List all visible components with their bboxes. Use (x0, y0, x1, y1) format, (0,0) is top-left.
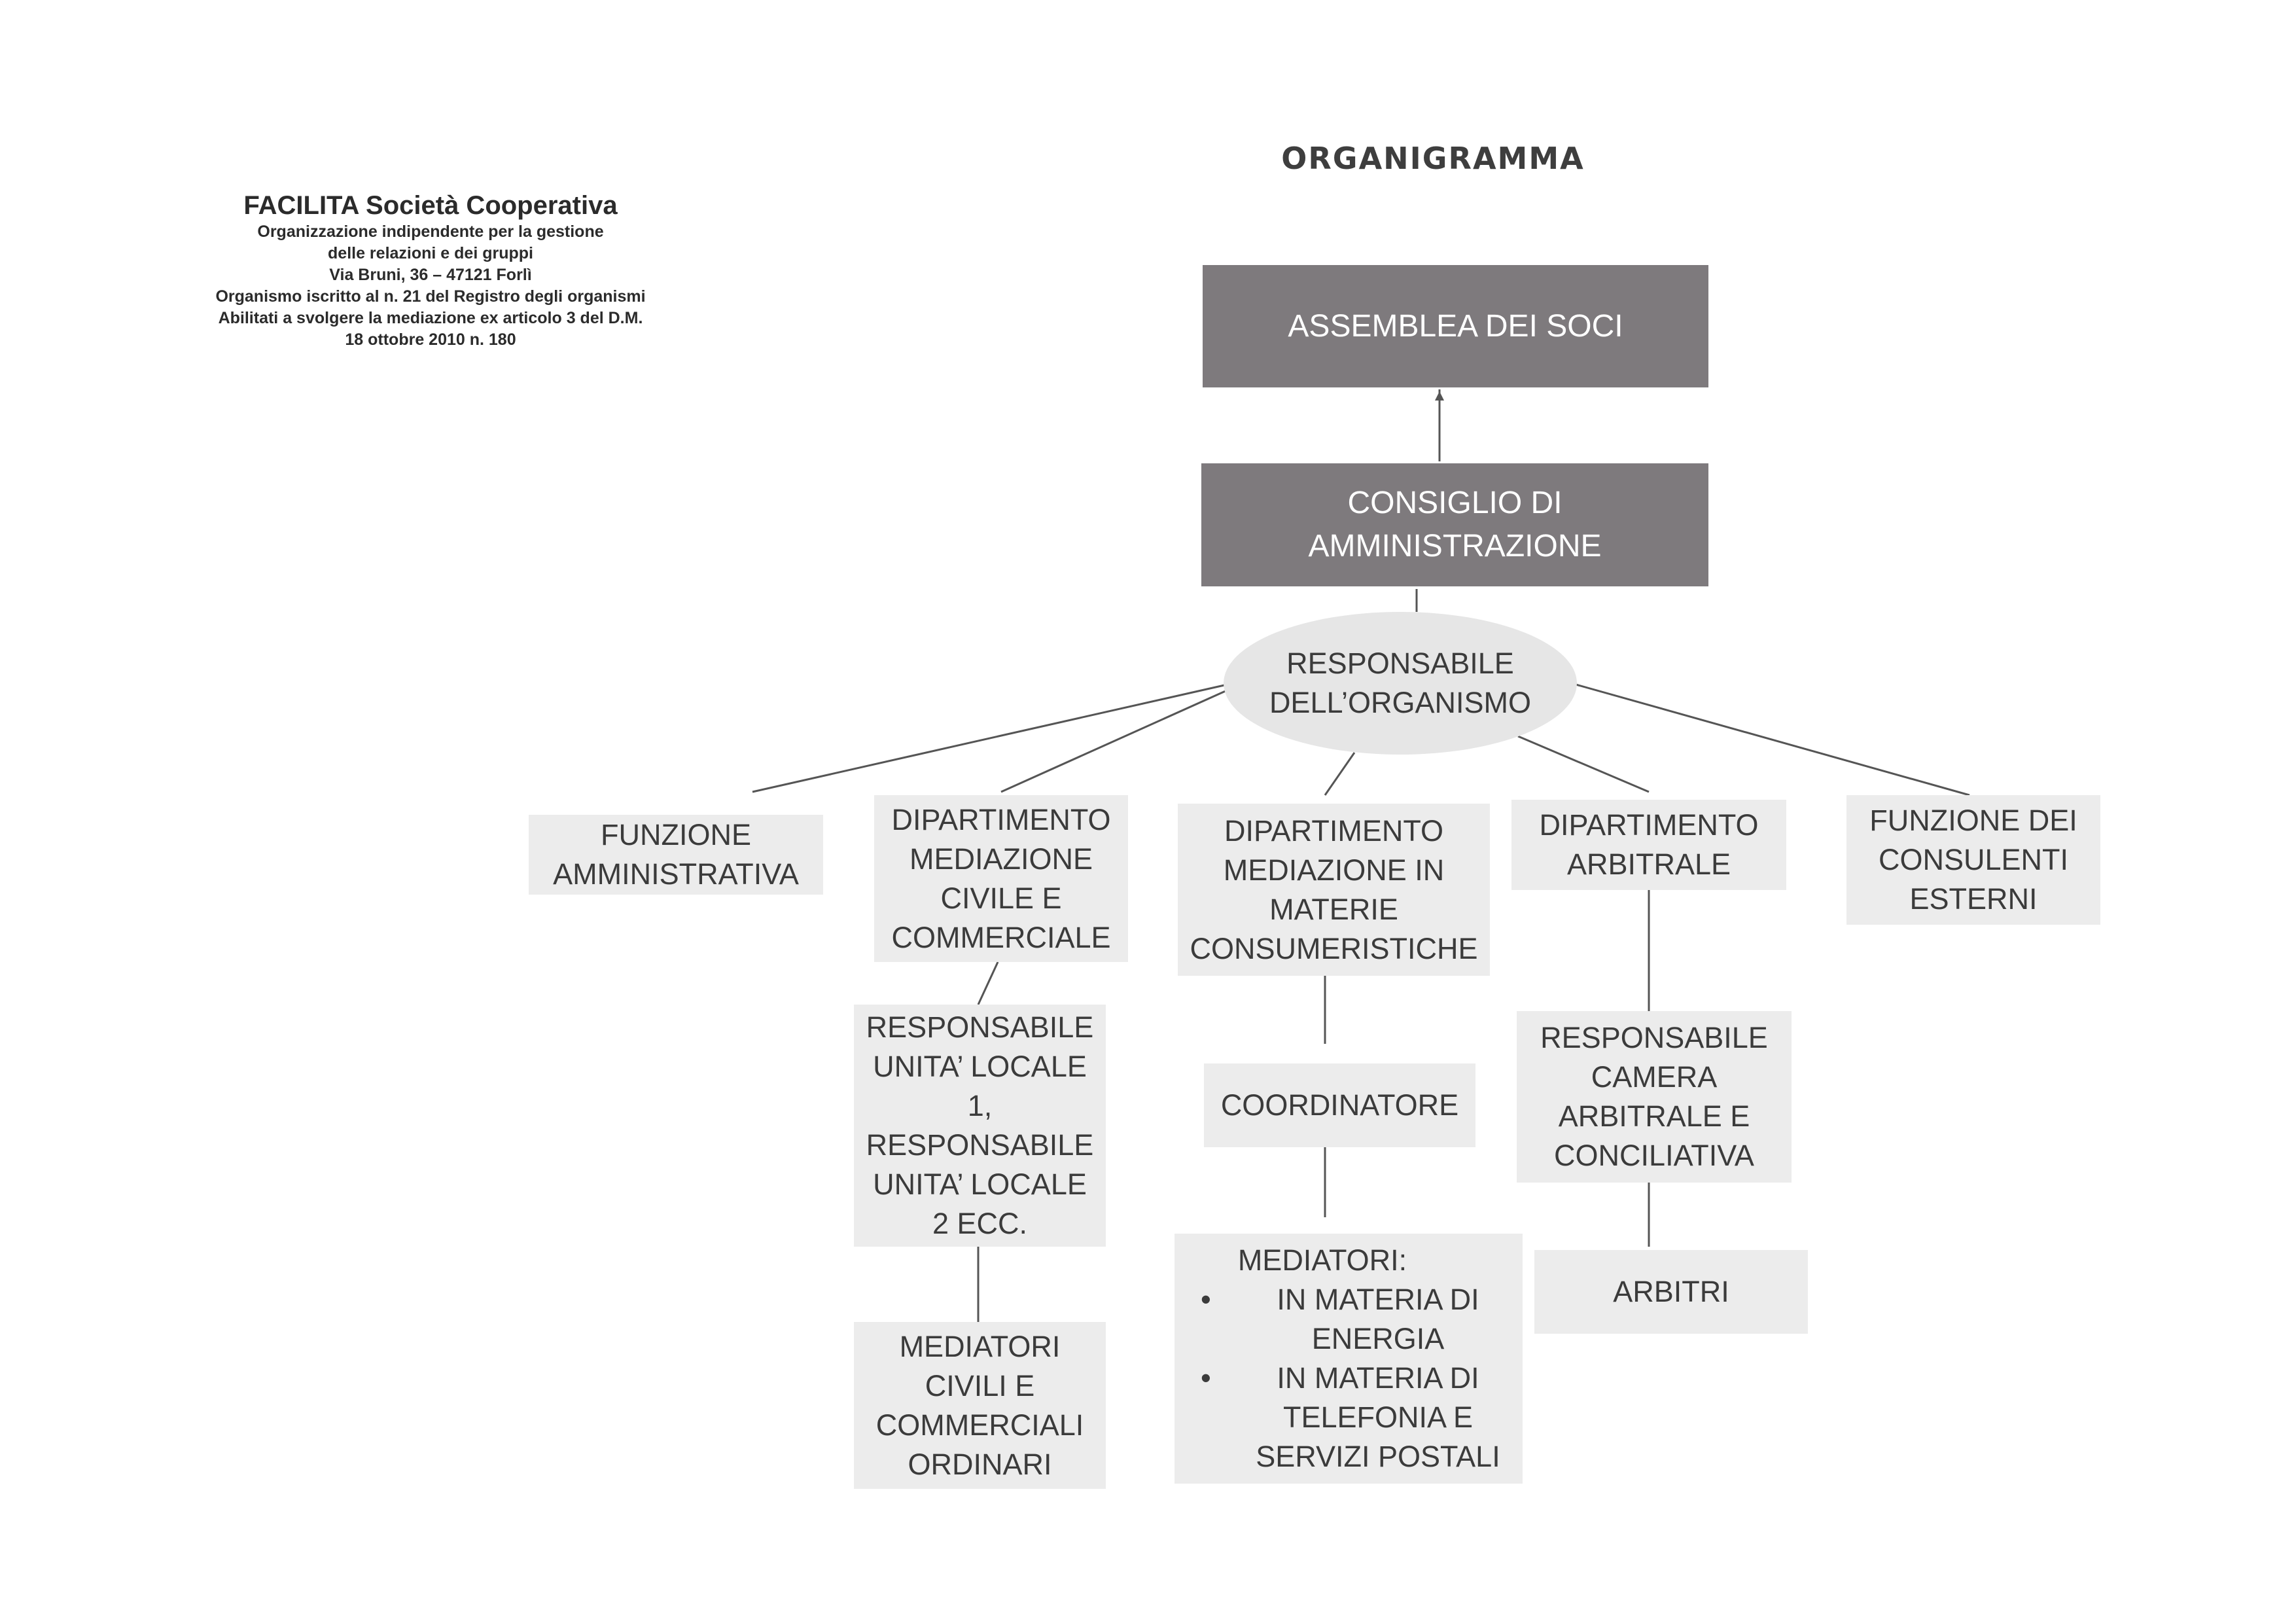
node-label: CONSULENTI (1878, 843, 2069, 876)
node-label: CONSIGLIO DI (1347, 486, 1563, 520)
node-label: DELL’ORGANISMO (1269, 686, 1532, 719)
node-mediatori-civili-commerciali: MEDIATORI CIVILI E COMMERCIALI ORDINARI (854, 1322, 1106, 1489)
node-label: ARBITRALE E (1558, 1099, 1750, 1133)
node-label: CAMERA (1591, 1060, 1718, 1094)
stamp-line: 18 ottobre 2010 n. 180 (345, 330, 516, 349)
node-label: ARBITRALE (1566, 847, 1731, 881)
node-dipartimento-civile-commerciale: DIPARTIMENTO MEDIAZIONE CIVILE E COMMERC… (874, 795, 1128, 962)
node-label: DIPARTIMENTO (1224, 813, 1444, 847)
connector-line (1573, 683, 1970, 796)
node-funzione-consulenti-esterni: FUNZIONE DEI CONSULENTI ESTERNI (1846, 795, 2100, 925)
node-label: IN MATERIA DI (1277, 1283, 1479, 1316)
node-dipartimento-consumeristiche: DIPARTIMENTO MEDIAZIONE IN MATERIE CONSU… (1178, 804, 1490, 976)
node-label: RESPONSABILE (1540, 1021, 1768, 1054)
node-funzione-amministrativa: FUNZIONE AMMINISTRATIVA (529, 815, 823, 895)
node-label: ASSEMBLEA DEI SOCI (1288, 308, 1623, 344)
connector-line (977, 961, 999, 1005)
stamp-line: Organizzazione indipendente per la gesti… (257, 223, 604, 241)
node-label: UNITA’ LOCALE (873, 1050, 1087, 1083)
cooperative-stamp: FACILITA Società Cooperativa Organizzazi… (208, 190, 653, 351)
diagram-title: ORGANIGRAMMA (1281, 141, 1585, 176)
node-label: FUNZIONE DEI (1869, 804, 2077, 837)
node-label: 2 ECC. (932, 1207, 1028, 1240)
node-mediatori-consumeristiche: MEDIATORI: • IN MATERIA DI ENERGIA • IN … (1174, 1234, 1523, 1484)
node-coordinatore: COORDINATORE (1204, 1063, 1475, 1147)
node-label: COMMERCIALE (891, 920, 1111, 954)
node-label: ORDINARI (908, 1447, 1052, 1481)
node-label: DIPARTIMENTO (891, 802, 1111, 836)
node-responsabile-unita-locale: RESPONSABILE UNITA’ LOCALE 1, RESPONSABI… (854, 1005, 1106, 1247)
list-item: • IN MATERIA DI ENERGIA (1174, 1280, 1523, 1359)
node-responsabile-camera-arbitrale: RESPONSABILE CAMERA ARBITRALE E CONCILIA… (1517, 1011, 1792, 1183)
node-label: MATERIE (1269, 892, 1398, 926)
node-label: RESPONSABILE (866, 1010, 1094, 1044)
connector-line (1517, 735, 1650, 793)
node-label: FUNZIONE (601, 818, 751, 851)
node-label: ENERGIA (1311, 1322, 1445, 1355)
node-label: RESPONSABILE (1286, 647, 1514, 680)
node-dipartimento-arbitrale: DIPARTIMENTO ARBITRALE (1511, 800, 1786, 890)
node-label: TELEFONIA E (1282, 1400, 1474, 1434)
bullet-icon: • (1201, 1283, 1211, 1316)
node-label: AMMINISTRATIVA (553, 857, 799, 891)
node-label: COORDINATORE (1220, 1088, 1459, 1122)
list-item: • IN MATERIA DI TELEFONIA E SERVIZI POST… (1174, 1359, 1523, 1476)
connector-line (752, 683, 1231, 793)
node-label: UNITA’ LOCALE (873, 1168, 1087, 1201)
node-label: ARBITRI (1613, 1275, 1729, 1308)
stamp-line: delle relazioni e dei gruppi (328, 244, 533, 262)
node-label: ESTERNI (1909, 882, 2038, 916)
node-arbitri: ARBITRI (1534, 1250, 1808, 1334)
node-label: DIPARTIMENTO (1539, 808, 1759, 842)
bullet-icon: • (1201, 1361, 1211, 1395)
connector-line (1000, 689, 1227, 793)
node-label: MEDIATORI (899, 1329, 1061, 1363)
node-label: CONSUMERISTICHE (1190, 931, 1478, 965)
node-label: MEDIATORI: (1237, 1243, 1407, 1277)
node-label: SERVIZI POSTALI (1256, 1440, 1500, 1473)
node-label: CONCILIATIVA (1554, 1139, 1754, 1172)
node-consiglio-di-amministrazione: CONSIGLIO DI AMMINISTRAZIONE (1201, 463, 1708, 586)
node-label: COMMERCIALI (875, 1408, 1084, 1442)
node-label: CIVILI E (925, 1368, 1035, 1402)
node-label: 1, (967, 1089, 993, 1122)
node-label: MEDIAZIONE (909, 842, 1093, 876)
node-label: CIVILE E (940, 881, 1062, 915)
node-responsabile-organismo: RESPONSABILE DELL’ORGANISMO (1224, 612, 1577, 755)
node-label: IN MATERIA DI (1277, 1361, 1479, 1395)
stamp-line: Organismo iscritto al n. 21 del Registro… (215, 287, 646, 306)
node-label: RESPONSABILE (866, 1128, 1094, 1162)
node-assemblea-dei-soci: ASSEMBLEA DEI SOCI (1203, 265, 1708, 387)
connector-line (1324, 752, 1356, 796)
stamp-title: FACILITA Società Cooperativa (243, 191, 618, 220)
stamp-line: Via Bruni, 36 – 47121 Forlì (329, 266, 532, 284)
node-label: MEDIAZIONE IN (1223, 853, 1445, 887)
node-label: AMMINISTRAZIONE (1308, 529, 1602, 563)
stamp-line: Abilitati a svolgere la mediazione ex ar… (218, 309, 643, 327)
